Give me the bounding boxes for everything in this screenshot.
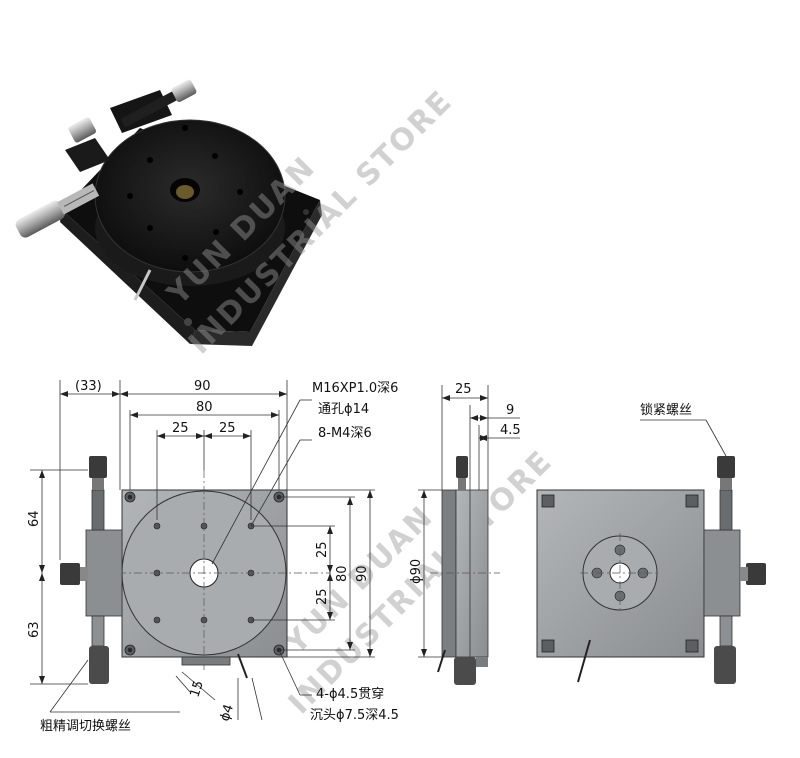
note-through-hole: 通孔ϕ14 — [318, 402, 369, 417]
dim-side-25-b: 25 — [315, 588, 330, 605]
product-photo — [15, 79, 322, 346]
dim-side-view-9: 9 — [506, 403, 514, 418]
note-center-thread: M16XP1.0深6 — [312, 381, 398, 396]
front-view-dimensions: (33) 90 80 25 25 64 63 25 25 8 — [27, 379, 399, 734]
dim-inner-80: 80 — [196, 400, 213, 415]
dim-side-80: 80 — [335, 565, 350, 582]
dim-pitch-25-left: 25 — [172, 421, 189, 436]
side-view-dimensions: 25 9 4.5 ϕ90 — [409, 382, 521, 658]
dim-side-25-a: 25 — [315, 541, 330, 558]
dim-side-view-4-5: 4.5 — [500, 423, 521, 438]
dim-width-90: 90 — [194, 379, 211, 394]
note-mount-holes: 4-ϕ4.5贯穿 — [316, 686, 384, 702]
dim-pitch-25-right: 25 — [219, 421, 236, 436]
dim-side-view-phi90: ϕ90 — [409, 559, 424, 584]
note-counterbore: 沉头ϕ7.5深4.5 — [310, 708, 399, 723]
watermark-drawing: YUN DUAN INDUSTRIAL STORE — [278, 443, 560, 721]
note-coarse-fine-screw: 粗精调切换螺丝 — [40, 719, 131, 734]
back-view — [536, 419, 766, 684]
front-view — [60, 456, 330, 684]
dim-15: 15 — [188, 679, 207, 699]
side-view — [430, 456, 500, 685]
note-tapped-holes: 8-M4深6 — [318, 426, 372, 441]
dim-phi4: ϕ4 — [218, 703, 237, 724]
dim-offset-33: (33) — [75, 379, 102, 394]
dim-side-view-25: 25 — [455, 382, 472, 397]
dim-side-90: 90 — [355, 565, 370, 582]
dim-height-64: 64 — [27, 510, 42, 527]
note-lock-screw: 锁紧螺丝 — [640, 402, 692, 418]
dim-height-63: 63 — [27, 621, 42, 638]
